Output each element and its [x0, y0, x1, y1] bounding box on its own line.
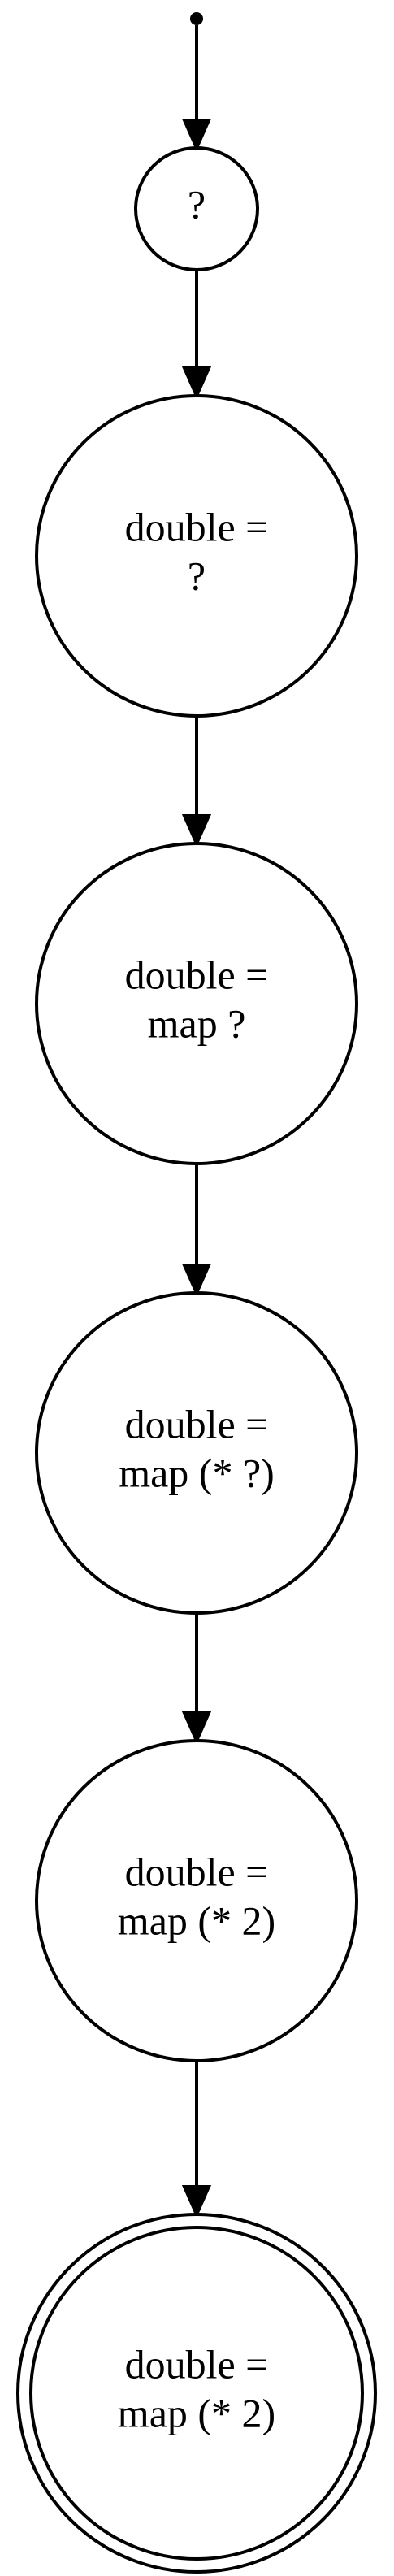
node-label-line: double =: [125, 2341, 269, 2387]
edge-n1-n2: [181, 270, 212, 400]
node-label-line: map ?: [148, 1000, 246, 1046]
edge-n3-n4: [181, 1164, 212, 1297]
node-label-line: ?: [188, 181, 206, 227]
arrowhead: [181, 1264, 212, 1297]
final-state-inner-circle: [29, 2226, 364, 2561]
node-label-line: double =: [125, 504, 269, 549]
node-label-line: ?: [188, 553, 206, 598]
arrowhead: [181, 366, 212, 400]
arrowhead: [181, 2185, 212, 2218]
node-n2: double =?: [35, 394, 358, 718]
node-n6: double =map (* 2): [16, 2213, 377, 2574]
state-circle: [35, 842, 358, 1165]
state-circle: [134, 146, 259, 271]
edge-n4-n5: [181, 1613, 212, 1745]
arrowhead: [181, 119, 212, 152]
arrowhead: [181, 1711, 212, 1745]
arrowhead: [181, 814, 212, 848]
node-label-line: double =: [125, 1849, 269, 1894]
node-n5: double =map (* 2): [35, 1739, 358, 2062]
state-circle: [35, 1739, 358, 2062]
edge-start-n1: [181, 25, 212, 152]
node-label-line: map (* 2): [118, 2390, 275, 2435]
edge-n5-n6: [181, 2061, 212, 2218]
node-n4: double =map (* ?): [35, 1291, 358, 1615]
node-n1: ?: [134, 146, 259, 271]
nodes-layer: ?double =?double =map ?double =map (* ?)…: [16, 12, 377, 2574]
node-label-line: double =: [125, 1401, 269, 1446]
state-circle: [35, 1291, 358, 1615]
edges-layer: [181, 25, 212, 2218]
edge-n2-n3: [181, 716, 212, 848]
state-circle: [35, 394, 358, 718]
node-start: [190, 12, 203, 25]
start-point: [190, 12, 203, 25]
node-label-line: map (* 2): [118, 1897, 275, 1943]
node-label-line: double =: [125, 952, 269, 997]
node-n3: double =map ?: [35, 842, 358, 1165]
node-label-line: map (* ?): [119, 1450, 275, 1495]
